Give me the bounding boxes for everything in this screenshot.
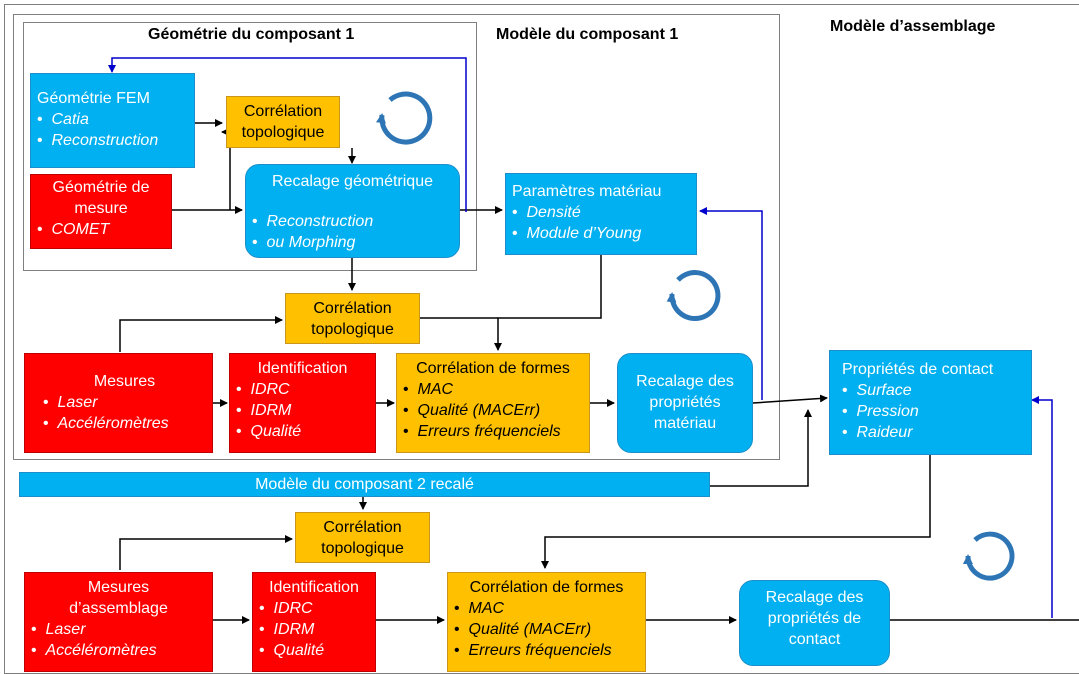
correlation-formes-2-item: Erreurs fréquenciels (454, 640, 639, 661)
recalage-contact-line: contact (788, 631, 841, 648)
cycle-arrow-contact (962, 531, 1015, 581)
identification-2-item: Qualité (259, 640, 369, 661)
mesures-assemblage-line: Mesures (87, 579, 150, 596)
correlation-topologique-3-line: Corrélation (323, 519, 402, 536)
assembly-model-title: Modèle d’assemblage (830, 18, 996, 35)
parametres-materiau-item: Densité (512, 202, 690, 223)
geometrie-fem-item: Catia (37, 109, 188, 130)
recalage-materiau-line: matériau (653, 415, 717, 432)
cycle-arrow-material (666, 270, 721, 322)
proprietes-contact-item: Raideur (842, 422, 1025, 443)
correlation-formes-item: Erreurs fréquenciels (403, 421, 583, 442)
mesures-box: Mesures Laser Accéléromètres (24, 353, 213, 453)
component1-model-title: Modèle du composant 1 (496, 26, 679, 43)
feedback-geometry-to-fem (108, 57, 467, 212)
arrow-param-to-formes (494, 255, 602, 351)
parametres-materiau-title: Paramètres matériau (512, 183, 662, 200)
correlation-topologique-line: topologique (241, 124, 325, 141)
recalage-geometrique-item: Reconstruction (252, 211, 453, 232)
correlation-topologique-2-box: Corrélation topologique (285, 293, 420, 344)
geometrie-fem-item: Reconstruction (37, 130, 188, 151)
identification-item: IDRC (236, 379, 369, 400)
correlation-topologique-2-line: Corrélation (313, 300, 392, 317)
identification-box: Identification IDRC IDRM Qualité (229, 353, 376, 453)
geometrie-fem-title: Géométrie FEM (37, 90, 150, 107)
identification-title: Identification (257, 360, 348, 377)
correlation-formes-box: Corrélation de formes MAC Qualité (MACEr… (396, 353, 590, 453)
proprietes-contact-item: Pression (842, 401, 1025, 422)
arrow-mesas-to-correl3 (119, 535, 293, 570)
proprietes-contact-item: Surface (842, 380, 1025, 401)
parametres-materiau-box: Paramètres matériau Densité Module d’You… (505, 173, 697, 255)
mesures-assemblage-item: Laser (31, 619, 206, 640)
recalage-contact-box: Recalage des propriétés de contact (739, 580, 890, 666)
geometrie-mesure-line: Géométrie de (52, 179, 150, 196)
correlation-formes-title: Corrélation de formes (416, 360, 570, 377)
identification-2-item: IDRM (259, 619, 369, 640)
composant2-bar: Modèle du composant 2 recalé (19, 472, 710, 497)
identification-2-item: IDRC (259, 598, 369, 619)
correlation-formes-2-title: Corrélation de formes (469, 579, 624, 596)
recalage-materiau-box: Recalage des propriétés matériau (617, 353, 753, 453)
correlation-topologique-line: Corrélation (243, 103, 323, 120)
correlation-formes-item: MAC (403, 379, 583, 400)
identification-2-box: Identification IDRC IDRM Qualité (252, 572, 376, 672)
recalage-geometrique-title: Recalage géométrique (272, 173, 433, 190)
mesures-item: Accéléromètres (43, 413, 206, 434)
correlation-topologique-3-line: topologique (321, 540, 404, 557)
correlation-formes-item: Qualité (MACErr) (403, 400, 583, 421)
mesures-assemblage-box: Mesures d’assemblage Laser Accéléromètre… (24, 572, 213, 672)
feedback-materiau-to-param (699, 207, 763, 400)
feedback-contact-to-proprietes (1031, 396, 1053, 618)
arrow-contact-to-formes2 (541, 455, 931, 569)
recalage-materiau-line: propriétés (649, 394, 721, 411)
cycle-arrow-geometry (376, 91, 433, 145)
identification-item: Qualité (236, 421, 369, 442)
geometrie-mesure-line: mesure (74, 200, 128, 217)
mesures-item: Laser (43, 392, 206, 413)
identification-item: IDRM (236, 400, 369, 421)
mesures-assemblage-item: Accéléromètres (31, 640, 206, 661)
identification-2-title: Identification (269, 579, 359, 596)
geometrie-mesure-item: COMET (37, 219, 165, 240)
correlation-topologique-box: Corrélation topologique (226, 96, 340, 148)
parametres-materiau-item: Module d’Young (512, 223, 690, 244)
recalage-geometrique-box: Recalage géométrique Reconstruction ou M… (245, 164, 460, 258)
correlation-formes-2-item: Qualité (MACErr) (454, 619, 639, 640)
recalage-geometrique-item: ou Morphing (252, 232, 453, 253)
arrow-recalage-to-contact (752, 394, 828, 404)
geometry-title: Géométrie du composant 1 (148, 26, 355, 43)
mesures-title: Mesures (93, 373, 156, 390)
correlation-topologique-2-line: topologique (311, 321, 394, 338)
arrow-comp2-to-contact (710, 409, 812, 487)
geometrie-mesure-box: Géométrie de mesure COMET (30, 174, 172, 249)
geometry-frame (23, 22, 477, 271)
composant2-label: Modèle du composant 2 recalé (255, 476, 474, 493)
correlation-formes-2-box: Corrélation de formes MAC Qualité (MACEr… (447, 572, 646, 672)
arrow-mesures-to-correl2 (119, 316, 283, 352)
correlation-formes-2-item: MAC (454, 598, 639, 619)
recalage-contact-line: Recalage des (765, 589, 864, 606)
proprietes-contact-box: Propriétés de contact Surface Pression R… (829, 350, 1032, 455)
proprietes-contact-title: Propriétés de contact (842, 361, 994, 378)
component1-model-frame (13, 14, 780, 460)
recalage-materiau-line: Recalage des (636, 373, 734, 390)
mesures-assemblage-line: d’assemblage (69, 600, 168, 617)
geometrie-fem-box: Géométrie FEM Catia Reconstruction (30, 73, 195, 168)
recalage-contact-line: propriétés de (767, 610, 862, 627)
correlation-topologique-3-box: Corrélation topologique (295, 512, 430, 563)
